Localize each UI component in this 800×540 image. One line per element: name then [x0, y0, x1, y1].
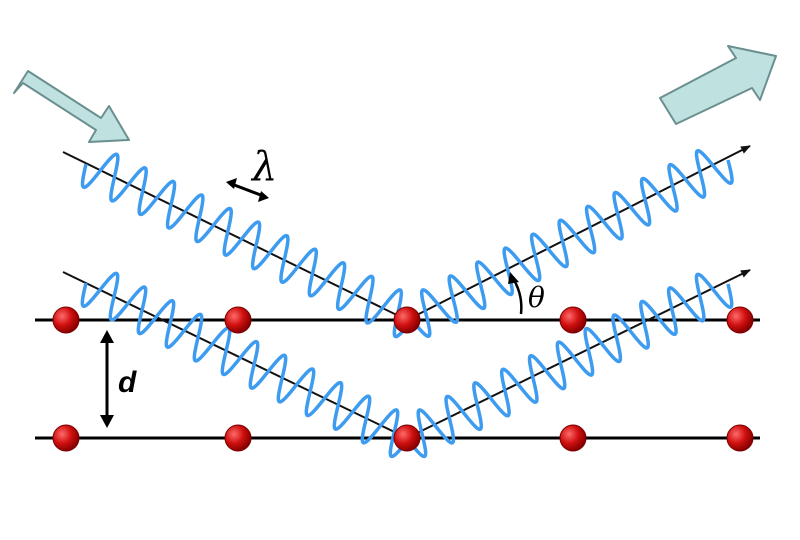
atom	[52, 306, 80, 334]
spacing-arrow	[100, 330, 114, 428]
wavelength-arrow	[226, 178, 269, 202]
diffracted-beam-arrow-icon	[659, 45, 777, 125]
diffracted-ray-bottom	[406, 269, 751, 439]
atom	[393, 424, 421, 452]
spacing-label: d	[118, 366, 137, 399]
atom	[224, 424, 252, 452]
atom	[224, 306, 252, 334]
angle-label: θ	[528, 281, 545, 314]
atom	[726, 306, 754, 334]
atom	[52, 424, 80, 452]
incident-wave-top	[80, 152, 414, 339]
angle-arc	[508, 272, 523, 315]
atom	[726, 424, 754, 452]
diffracted-wave-top	[410, 148, 734, 338]
diffracted-wave-bottom	[406, 272, 734, 459]
incident-ray-bottom	[62, 271, 408, 439]
incident-ray-top	[62, 151, 408, 321]
atom	[559, 424, 587, 452]
atom	[393, 306, 421, 334]
wavelength-label: λ	[250, 144, 277, 190]
incident-wave-bottom	[80, 271, 410, 459]
incident-beam-arrow-icon	[13, 70, 130, 143]
atom	[559, 306, 587, 334]
